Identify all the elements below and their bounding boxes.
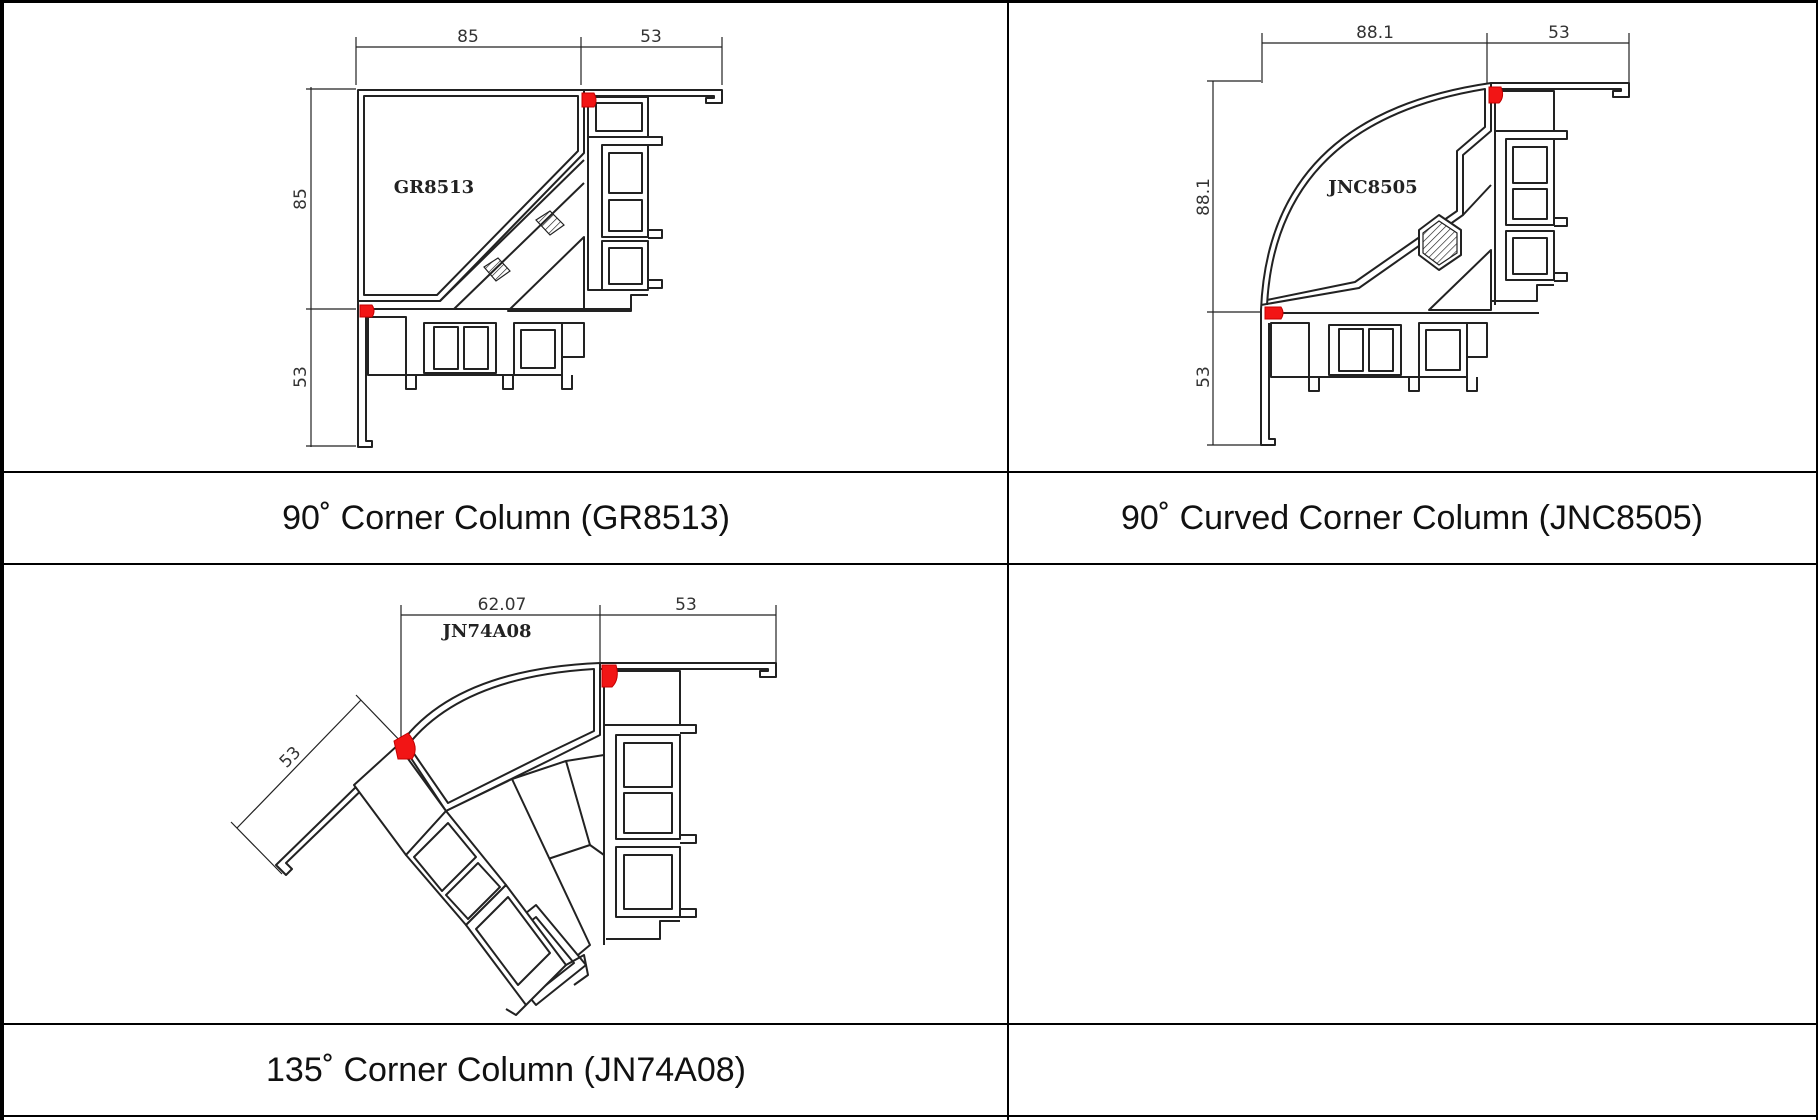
gasket-icon — [359, 304, 375, 318]
gasket-icon — [1264, 306, 1284, 320]
dim-top-right: 53 — [1548, 23, 1570, 43]
row-divider — [0, 1023, 1818, 1025]
dim-top-right: 53 — [640, 27, 662, 47]
dim-top-left: 88.1 — [1356, 23, 1394, 43]
profile-label: JNC8505 — [1326, 177, 1417, 198]
gr8513-profile — [357, 89, 723, 448]
dim-side-top: 88.1 — [1194, 178, 1214, 216]
gasket-icon — [393, 732, 416, 760]
jn74a08-profile — [275, 662, 777, 1016]
drawing-cell-gr8513: 85 53 85 53 — [6, 5, 1006, 470]
jn74a08-drawing: 62.07 53 53 — [230, 595, 777, 1016]
dim-diagonal: 53 — [276, 743, 305, 772]
dim-top-left: 85 — [457, 27, 479, 47]
caption-jnc8505: 90˚ Curved Corner Column (JNC8505) — [1120, 498, 1703, 537]
dimension-lines — [230, 605, 777, 875]
dim-side-top: 85 — [291, 188, 311, 210]
caption-gr8513: 90˚ Corner Column (GR8513) — [282, 498, 730, 537]
gasket-icon — [581, 92, 597, 108]
row-divider — [0, 471, 1818, 473]
table-right-border — [1816, 0, 1818, 1120]
dimension-lines — [306, 37, 723, 447]
dimension-lines — [1207, 33, 1630, 446]
jnc8505-drawing: 88.1 53 88.1 53 — [1194, 23, 1630, 446]
dim-side-bottom: 53 — [1194, 366, 1214, 388]
jnc8505-profile — [1260, 82, 1630, 446]
gr8513-drawing: 85 53 85 53 — [291, 27, 723, 448]
column-divider — [1007, 0, 1009, 1120]
drawing-cell-jnc8505: 88.1 53 88.1 53 — [1009, 5, 1815, 470]
drawing-cell-jn74a08: 62.07 53 53 — [6, 565, 1006, 1022]
empty-drawing-cell — [1009, 565, 1815, 1022]
gasket-icon — [1488, 86, 1504, 104]
profile-label: GR8513 — [394, 177, 474, 198]
profile-label: JN74A08 — [440, 621, 531, 642]
caption-jn74a08: 135˚ Corner Column (JN74A08) — [266, 1050, 746, 1089]
row-divider — [0, 1115, 1818, 1117]
dim-side-bottom: 53 — [291, 366, 311, 388]
gasket-icon — [601, 664, 618, 688]
dim-top-right: 53 — [675, 595, 697, 615]
dim-top-left: 62.07 — [478, 595, 527, 615]
empty-caption — [1009, 1025, 1815, 1115]
row-divider — [0, 563, 1818, 565]
